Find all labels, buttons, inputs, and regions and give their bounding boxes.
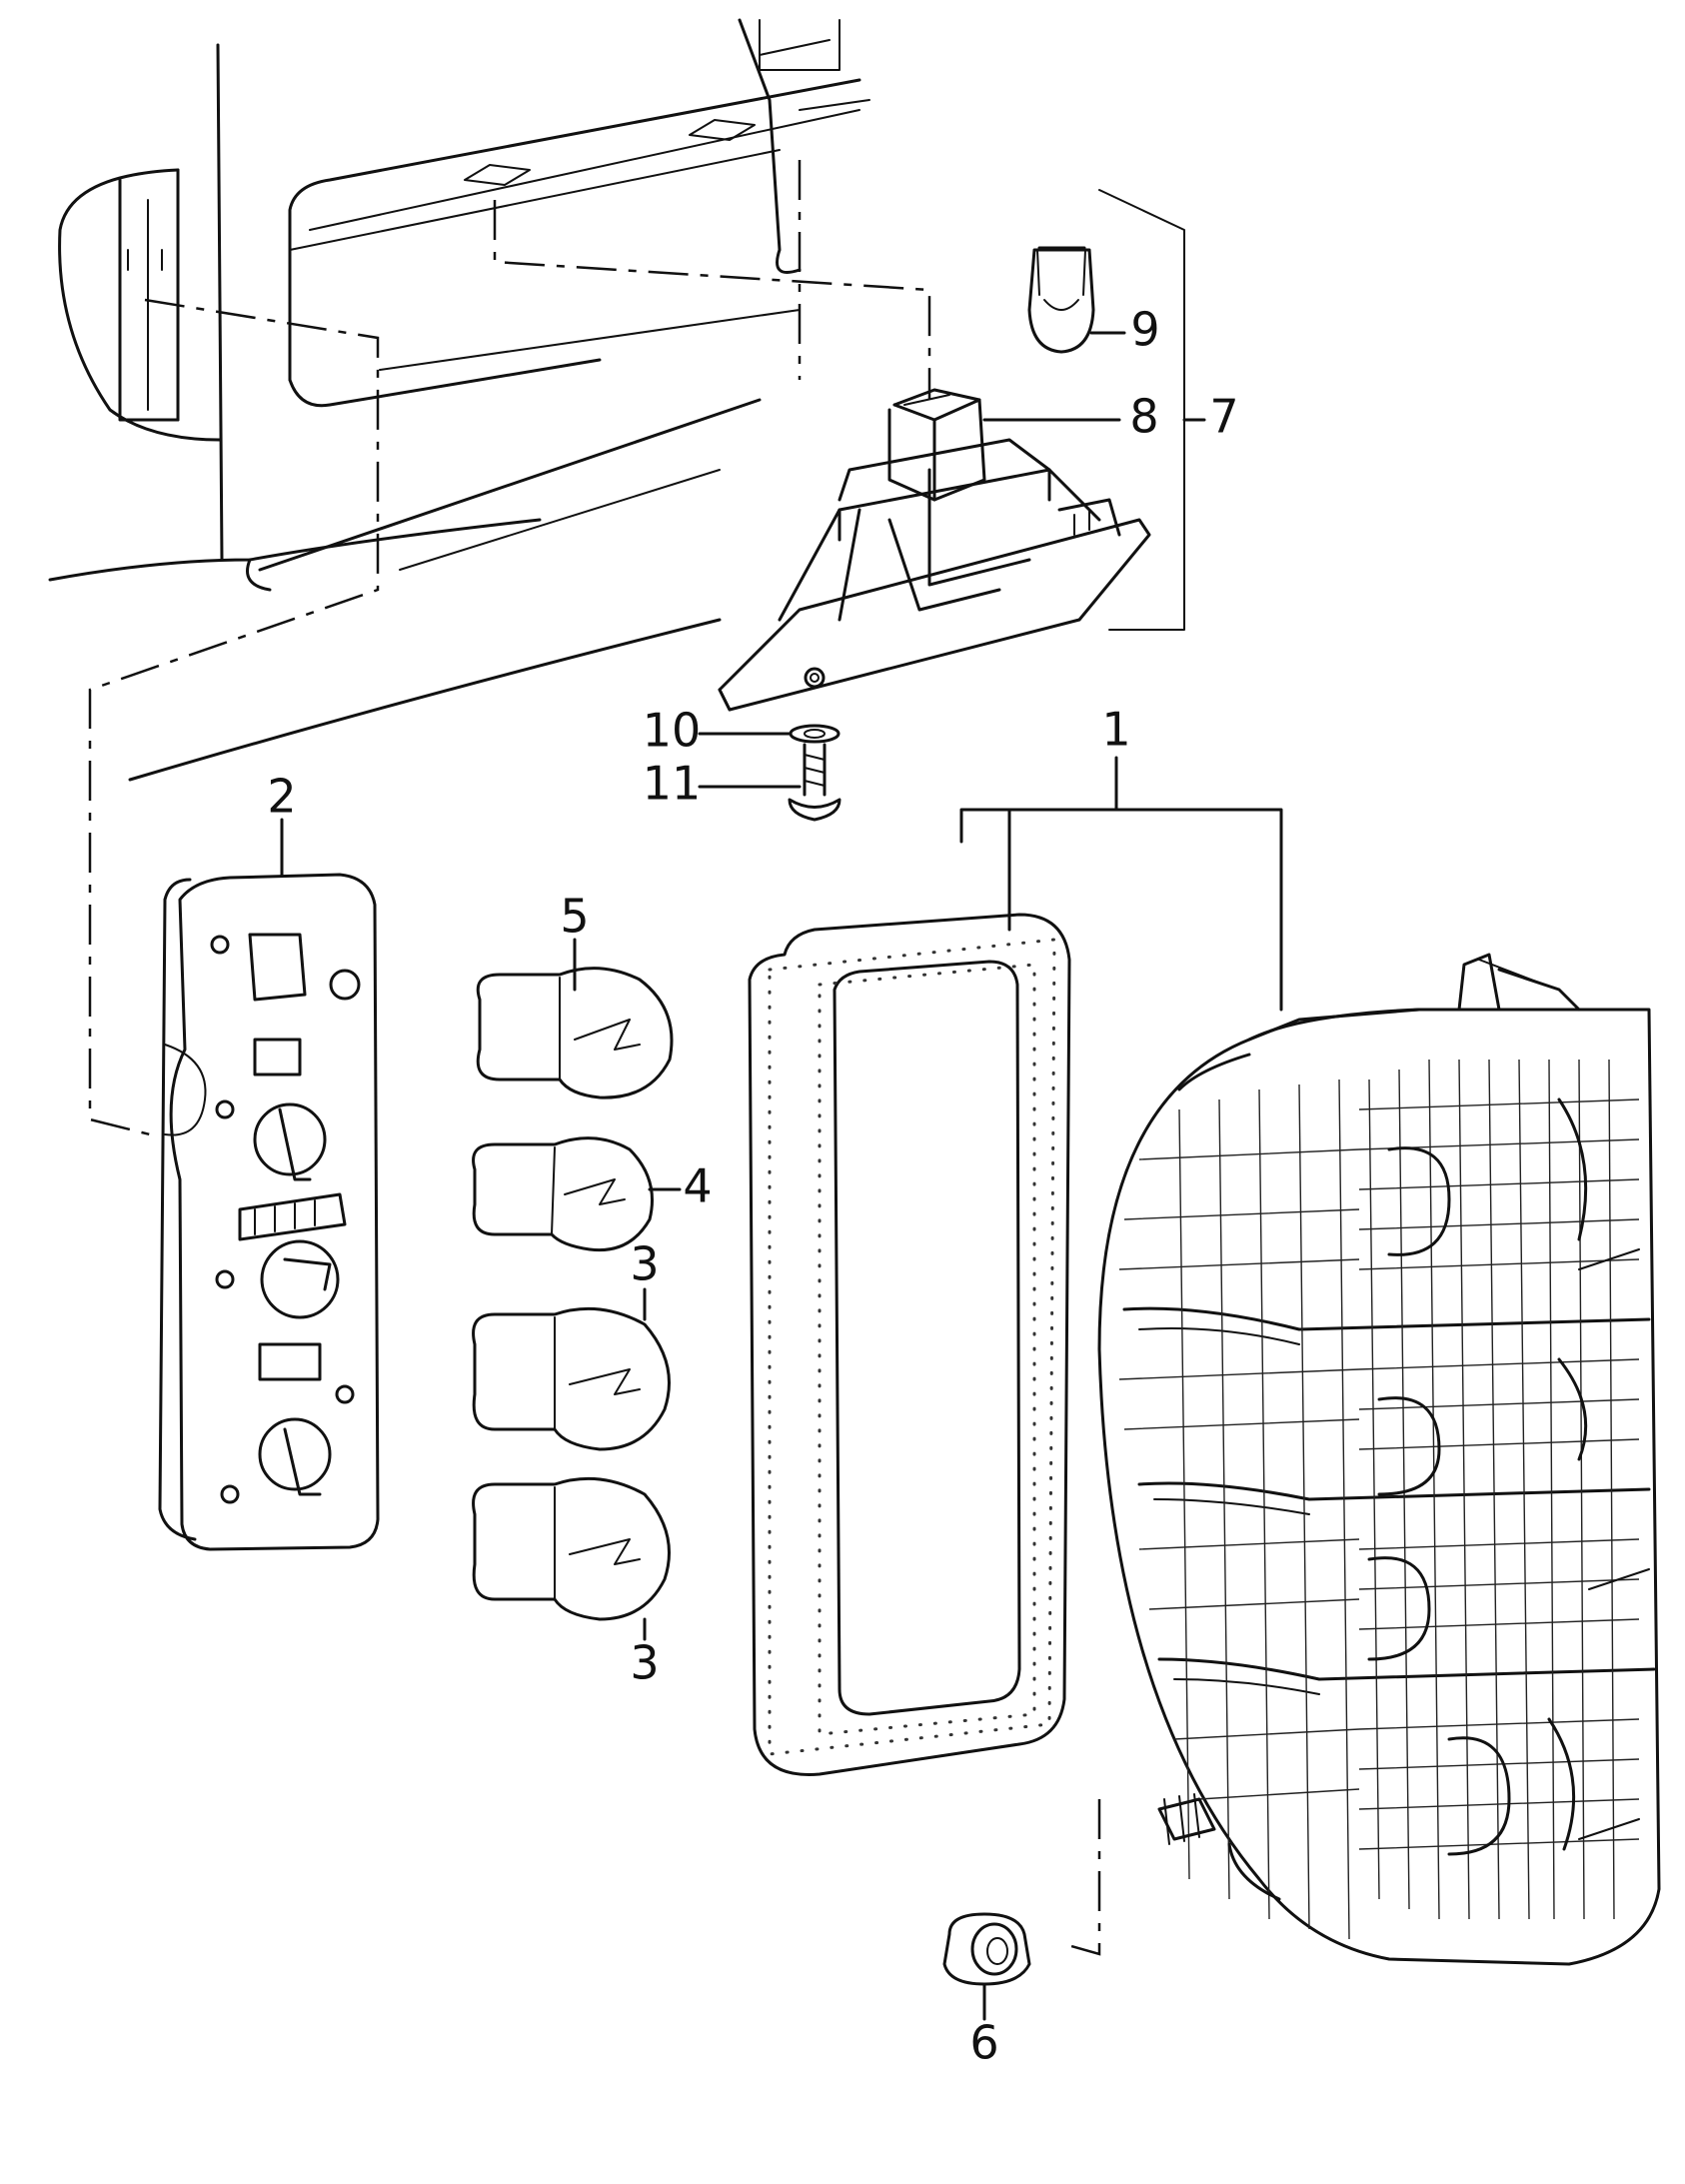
callout-3-upper: 3: [630, 1237, 659, 1291]
washer: [789, 724, 841, 744]
callout-10: 10: [643, 704, 702, 758]
callout-2: 2: [267, 770, 296, 824]
tail-lamp-lens: [1097, 953, 1661, 1966]
screw: [788, 743, 842, 822]
callout-leader-lines: [280, 331, 1283, 2021]
lamp-gasket: [748, 913, 1071, 1776]
callout-3-lower: 3: [630, 1636, 659, 1690]
callout-4: 4: [683, 1159, 712, 1213]
bulb-3-upper: [472, 1306, 671, 1451]
callout-labels: 1 2 3 3 4 5 6 7 8 9 10 11: [267, 303, 1238, 2070]
callout-11: 11: [643, 757, 702, 811]
assembly-leader-lines: [88, 160, 1101, 1956]
callout-5: 5: [560, 890, 589, 944]
nut: [942, 1912, 1031, 1986]
callout-6: 6: [969, 2016, 998, 2070]
bulb-4: [472, 1136, 654, 1252]
wedge-bulb: [1027, 246, 1095, 354]
callout-1: 1: [1101, 703, 1130, 757]
bulb-5: [476, 967, 674, 1099]
callout-9: 9: [1130, 303, 1159, 357]
lens-cross-hatch: [1118, 1059, 1640, 1940]
bulb-holder-plate: [158, 873, 380, 1551]
bulb-3-lower: [472, 1476, 671, 1621]
callout-8: 8: [1129, 390, 1158, 444]
bracket-7: [1098, 189, 1185, 631]
callout-7: 7: [1209, 390, 1238, 444]
vehicle-rear-body: [48, 18, 870, 782]
license-plate-lamp: [718, 388, 1151, 712]
